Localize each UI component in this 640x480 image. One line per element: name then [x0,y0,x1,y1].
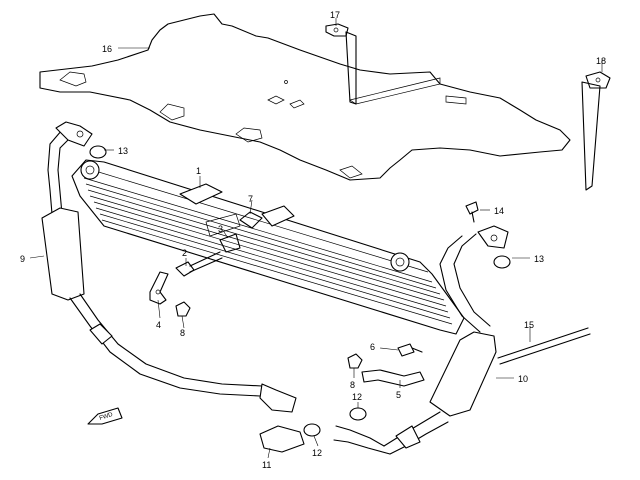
leader-lines [29,18,603,459]
callout-5: 5 [396,390,401,400]
callout-8a: 8 [180,328,185,338]
callout-18: 18 [596,56,606,66]
grommet-part-2 [175,251,223,277]
callout-8b: 8 [350,380,355,390]
fwd-label: FWD [99,412,114,422]
gasket-part-12b [349,407,367,421]
gasket-part-13b [493,255,511,269]
callout-14: 14 [494,206,504,216]
cushion-part-7 [239,211,263,229]
oil-cooler-core-part-1 [71,159,465,335]
callout-6: 6 [370,342,375,352]
bracket-part-4 [149,271,169,305]
callout-10: 10 [518,374,528,384]
callout-12a: 12 [312,448,322,458]
oil-hose-part-9 [41,121,297,413]
callout-9: 9 [20,254,25,264]
cover-plate-part-16 [39,13,571,181]
callout-13a: 13 [118,146,128,156]
callout-16: 16 [102,44,112,54]
callout-17: 17 [330,10,340,20]
callout-4: 4 [156,320,161,330]
gasket-part-13a [89,145,107,159]
callout-15: 15 [524,320,534,330]
callout-labels: 1 2 3 4 5 6 7 8 8 9 10 11 12 12 13 13 14… [20,10,606,470]
callout-3: 3 [218,224,223,234]
nut-part-8b [347,353,363,369]
nut-part-8a [175,301,191,317]
bolt-part-6 [397,343,423,357]
bracket-part-17 [325,23,357,105]
bracket-part-18 [581,71,611,191]
callout-12b: 12 [352,392,362,402]
union-bolt-part-11 [259,425,305,453]
oil-hose-part-10 [333,225,509,455]
bracket-part-5 [361,369,425,387]
callout-1: 1 [196,166,201,176]
pin-part-15 [497,327,591,365]
gasket-part-12a [303,423,321,437]
callout-2: 2 [182,248,187,258]
forward-direction-arrow: FWD [87,407,123,425]
bolt-part-14 [465,201,479,223]
callout-7: 7 [248,194,253,204]
callout-13b: 13 [534,254,544,264]
cushion-part-3 [219,233,241,253]
callout-11: 11 [262,460,271,470]
